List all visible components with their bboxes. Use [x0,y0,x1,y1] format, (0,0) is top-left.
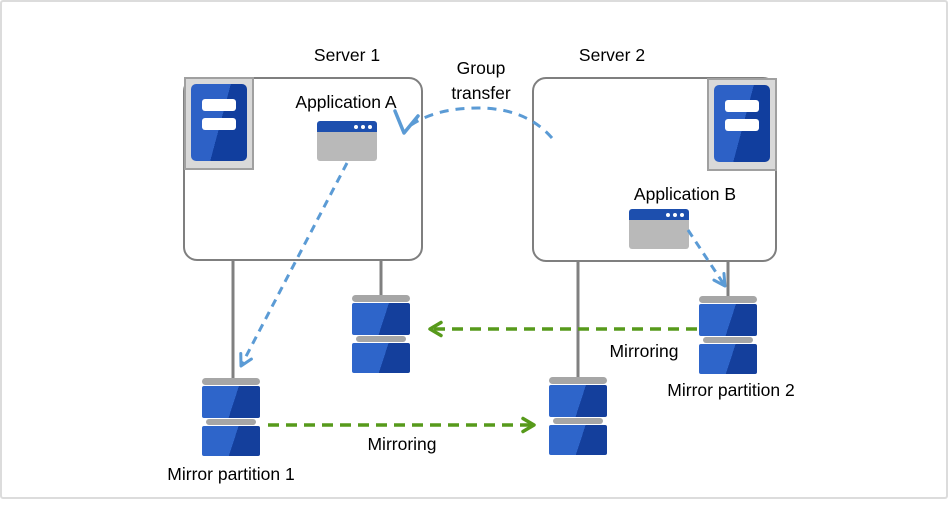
server-tower-face [714,85,770,162]
app-window-body [629,220,689,249]
disk-cap [352,295,410,302]
window-dot [673,212,677,217]
mirror-partition-2-label: Mirror partition 2 [667,380,795,400]
disk-cap [549,377,607,384]
disk-stack-icon-server1-local [352,295,410,373]
group-transfer-line1: Group [456,58,506,78]
server-tower-icon [707,78,777,171]
disk-platter [699,304,757,336]
server-drive-bay [202,118,236,130]
server-drive-bay [725,119,759,131]
window-dot [354,124,358,129]
server2-label: Server 2 [578,45,646,65]
server-drive-bay [725,100,759,112]
mirroring-label-left: Mirroring [367,434,437,454]
disk-stack-icon-mirror-partition-1 [202,378,260,456]
disk-cap [553,418,603,424]
disk-cap [356,336,406,342]
disk-cap [699,296,757,303]
app-window-icon [317,121,377,161]
disk-platter [202,426,260,456]
disk-platter [549,425,607,455]
app-window-titlebar [629,209,689,220]
application-a-label: Application A [295,92,397,112]
server-tower-face [191,84,247,161]
window-dot [368,124,372,129]
group-transfer-line2: transfer [451,83,511,103]
disk-cap [206,419,256,425]
disk-platter [549,385,607,417]
disk-platter [352,303,410,335]
mirroring-label-right: Mirroring [609,341,679,361]
application-b-label: Application B [633,184,737,204]
server1-label: Server 1 [313,45,381,65]
app-window-icon [629,209,689,249]
app-window-body [317,132,377,161]
mirror-partition-1-label: Mirror partition 1 [167,464,295,484]
window-dot [666,212,670,217]
window-dot [361,124,365,129]
disk-stack-icon-server2-local [549,377,607,455]
disk-cap [202,378,260,385]
disk-cap [703,337,753,343]
disk-platter [699,344,757,374]
group-transfer-label: Group transfer [451,56,510,106]
window-dot [680,212,684,217]
server-drive-bay [202,99,236,111]
app-window-titlebar [317,121,377,132]
disk-stack-icon-mirror-partition-2 [699,296,757,374]
disk-platter [202,386,260,418]
server-tower-icon [184,77,254,170]
disk-platter [352,343,410,373]
